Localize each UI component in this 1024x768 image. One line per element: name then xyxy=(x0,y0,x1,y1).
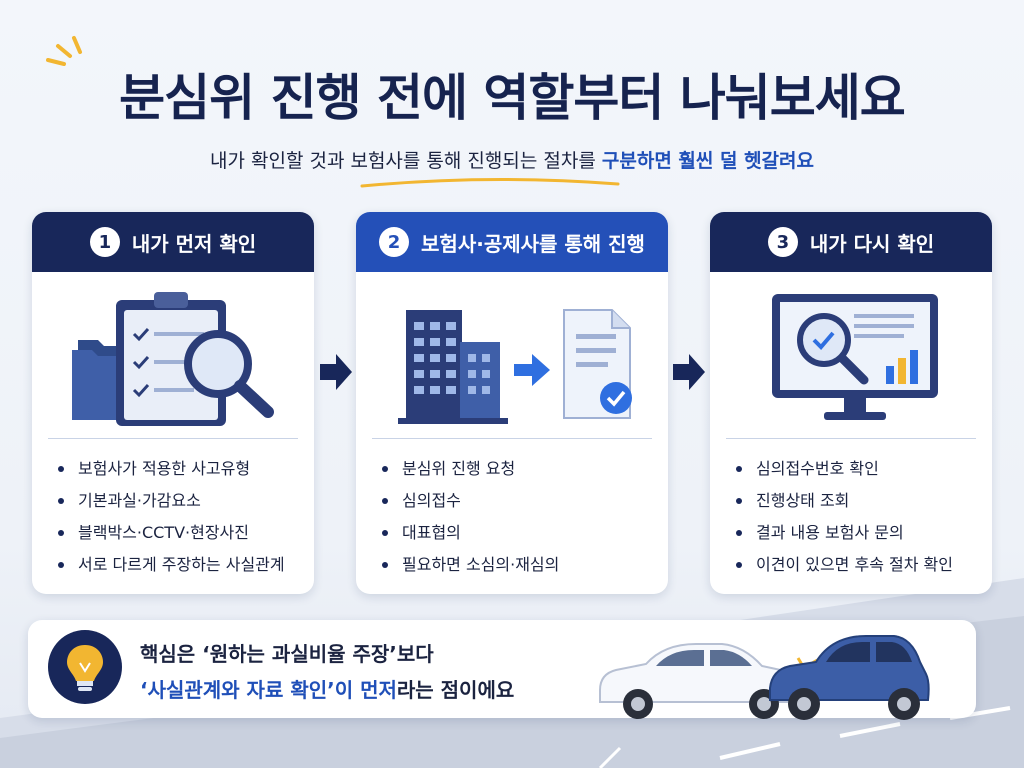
bullet-icon xyxy=(382,530,388,536)
card-title: 내가 먼저 확인 xyxy=(131,231,257,256)
list-item: 기본과실·가감요소 xyxy=(58,485,314,517)
key-point-suffix: 라는 점이에요 xyxy=(396,678,515,702)
list-item: 서로 다르게 주장하는 사실관계 xyxy=(58,549,314,581)
card-header: 3 내가 다시 확인 xyxy=(710,212,992,272)
list-item: 진행상태 조회 xyxy=(736,485,992,517)
bullet-icon xyxy=(58,498,64,504)
car-collision-icon xyxy=(599,635,930,720)
card-list: 심의접수번호 확인 진행상태 조회 결과 내용 보험사 문의 이견이 있으면 후… xyxy=(710,439,992,581)
list-item: 이견이 있으면 후속 절차 확인 xyxy=(736,549,992,581)
key-point-line-1: 핵심은 ‘원하는 과실비율 주장’보다 xyxy=(140,642,434,666)
monitor-search-chart-icon xyxy=(772,294,938,420)
bullet-icon xyxy=(58,466,64,472)
card-list: 분심위 진행 요청 심의접수 대표협의 필요하면 소심의·재심의 xyxy=(356,439,668,581)
list-item: 심의접수 xyxy=(382,485,668,517)
bullet-icon xyxy=(382,466,388,472)
bullet-icon xyxy=(58,562,64,568)
card-header: 2 보험사·공제사를 통해 진행 xyxy=(356,212,668,272)
bullet-icon xyxy=(736,498,742,504)
card-divider xyxy=(372,438,652,439)
list-item: 분심위 진행 요청 xyxy=(382,453,668,485)
bullet-icon xyxy=(736,466,742,472)
next-arrow-icon xyxy=(673,354,705,390)
next-arrow-icon xyxy=(320,354,352,390)
step-number: 2 xyxy=(379,227,410,257)
card-divider xyxy=(726,438,976,439)
bullet-icon xyxy=(736,562,742,568)
list-item: 심의접수번호 확인 xyxy=(736,453,992,485)
bullet-icon xyxy=(736,530,742,536)
step-card-3: 3 내가 다시 확인 심의접수번호 확인 진행상태 조회 결과 내용 보험사 문… xyxy=(710,212,992,594)
card-header: 1 내가 먼저 확인 xyxy=(32,212,314,272)
key-point-highlight: ‘사실관계와 자료 확인’이 먼저 xyxy=(140,678,397,702)
step-number: 3 xyxy=(767,227,798,257)
accent-spark-icon xyxy=(46,36,82,66)
step-card-1: 1 내가 먼저 확인 보험사가 적용한 사고유형 기본과실·가감요소 블랙박스· xyxy=(32,212,314,594)
list-item: 블랙박스·CCTV·현장사진 xyxy=(58,517,314,549)
card-list: 보험사가 적용한 사고유형 기본과실·가감요소 블랙박스·CCTV·현장사진 서… xyxy=(32,439,314,581)
list-item: 결과 내용 보험사 문의 xyxy=(736,517,992,549)
clipboard-checklist-magnifier-icon xyxy=(72,292,274,426)
bullet-icon xyxy=(382,498,388,504)
subtitle-text: 내가 확인할 것과 보험사를 통해 진행되는 절차를 xyxy=(209,150,602,172)
page-title: 분심위 진행 전에 역할부터 나눠보세요 xyxy=(119,69,906,127)
step-card-2: 2 보험사·공제사를 통해 진행 xyxy=(356,212,668,594)
subtitle-highlight: 구분하면 훨씬 덜 헷갈려요 xyxy=(601,150,814,172)
list-item: 대표협의 xyxy=(382,517,668,549)
building-to-document-icon xyxy=(398,309,632,424)
list-item: 보험사가 적용한 사고유형 xyxy=(58,453,314,485)
page-subtitle: 내가 확인할 것과 보험사를 통해 진행되는 절차를 구분하면 훨씬 덜 헷갈려… xyxy=(0,146,1024,173)
bullet-icon xyxy=(58,530,64,536)
list-item: 필요하면 소심의·재심의 xyxy=(382,549,668,581)
card-title: 보험사·공제사를 통해 진행 xyxy=(421,231,645,256)
lightbulb-icon xyxy=(48,630,122,704)
key-point-line-2: ‘사실관계와 자료 확인’이 먼저라는 점이에요 xyxy=(140,674,514,703)
card-title: 내가 다시 확인 xyxy=(809,231,935,256)
step-number: 1 xyxy=(89,227,120,257)
bullet-icon xyxy=(382,562,388,568)
card-divider xyxy=(48,438,298,439)
subtitle-underline xyxy=(360,177,620,188)
